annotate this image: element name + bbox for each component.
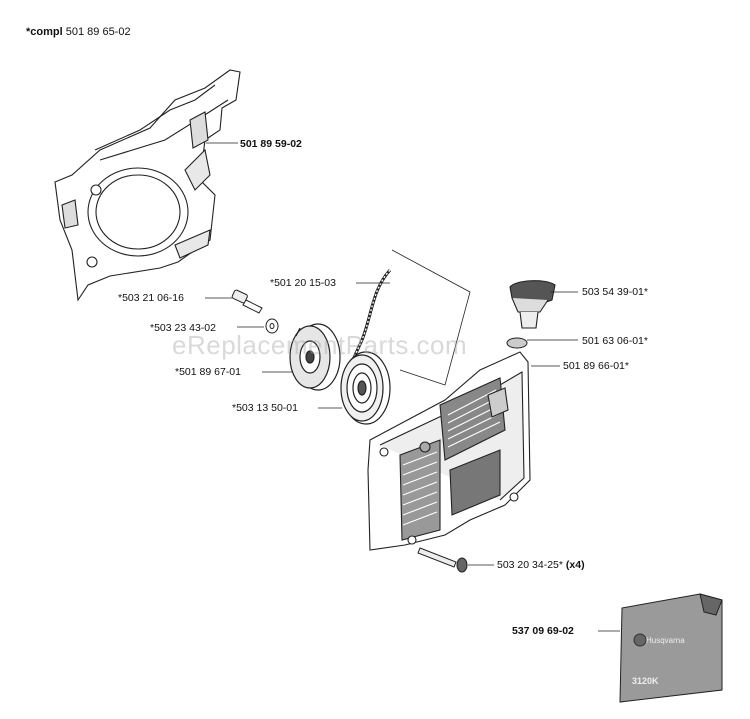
label-screw[interactable]: *503 21 06-16 <box>118 292 184 304</box>
cover-left-drawing <box>54 69 241 302</box>
header-part-number: 501 89 65-02 <box>65 26 131 38</box>
handle-insert-drawing <box>506 337 528 349</box>
housing-screw-number: 503 20 34-25* <box>497 559 563 571</box>
watermark: eReplacementParts.com <box>172 330 468 360</box>
label-washer[interactable]: *503 23 43-02 <box>150 322 216 334</box>
decal-drawing <box>619 593 723 703</box>
housing-screw-qty: (x4) <box>565 559 585 571</box>
label-rope-pulley[interactable]: *501 89 67-01 <box>175 366 241 378</box>
label-handle-insert[interactable]: 501 63 06-01* <box>582 335 648 347</box>
label-starter-handle[interactable]: 503 54 39-01* <box>582 286 648 298</box>
housing-screw-drawing <box>417 547 468 573</box>
starter-handle-drawing <box>509 280 556 329</box>
label-housing-screw[interactable]: 503 20 34-25* (x4) <box>497 559 585 571</box>
decal-model-text: 3120K <box>632 676 659 686</box>
label-cover-left[interactable]: 501 89 59-02 <box>240 138 302 150</box>
label-starter-housing[interactable]: 501 89 66-01* <box>563 360 629 372</box>
assembly-header: *compl 501 89 65-02 <box>26 26 131 38</box>
label-recoil-spring[interactable]: *503 13 50-01 <box>232 402 298 414</box>
label-starter-rope[interactable]: *501 20 15-03 <box>270 277 336 289</box>
label-decal[interactable]: 537 09 69-02 <box>512 625 574 637</box>
header-prefix: *compl <box>26 26 63 38</box>
recoil-spring-drawing <box>340 351 391 425</box>
screw-drawing <box>231 289 263 314</box>
starter-housing-drawing <box>367 351 531 551</box>
rope-pulley-drawing <box>289 323 341 391</box>
washer-drawing <box>265 318 279 334</box>
decal-brand-text: Husqvarna <box>646 636 685 645</box>
